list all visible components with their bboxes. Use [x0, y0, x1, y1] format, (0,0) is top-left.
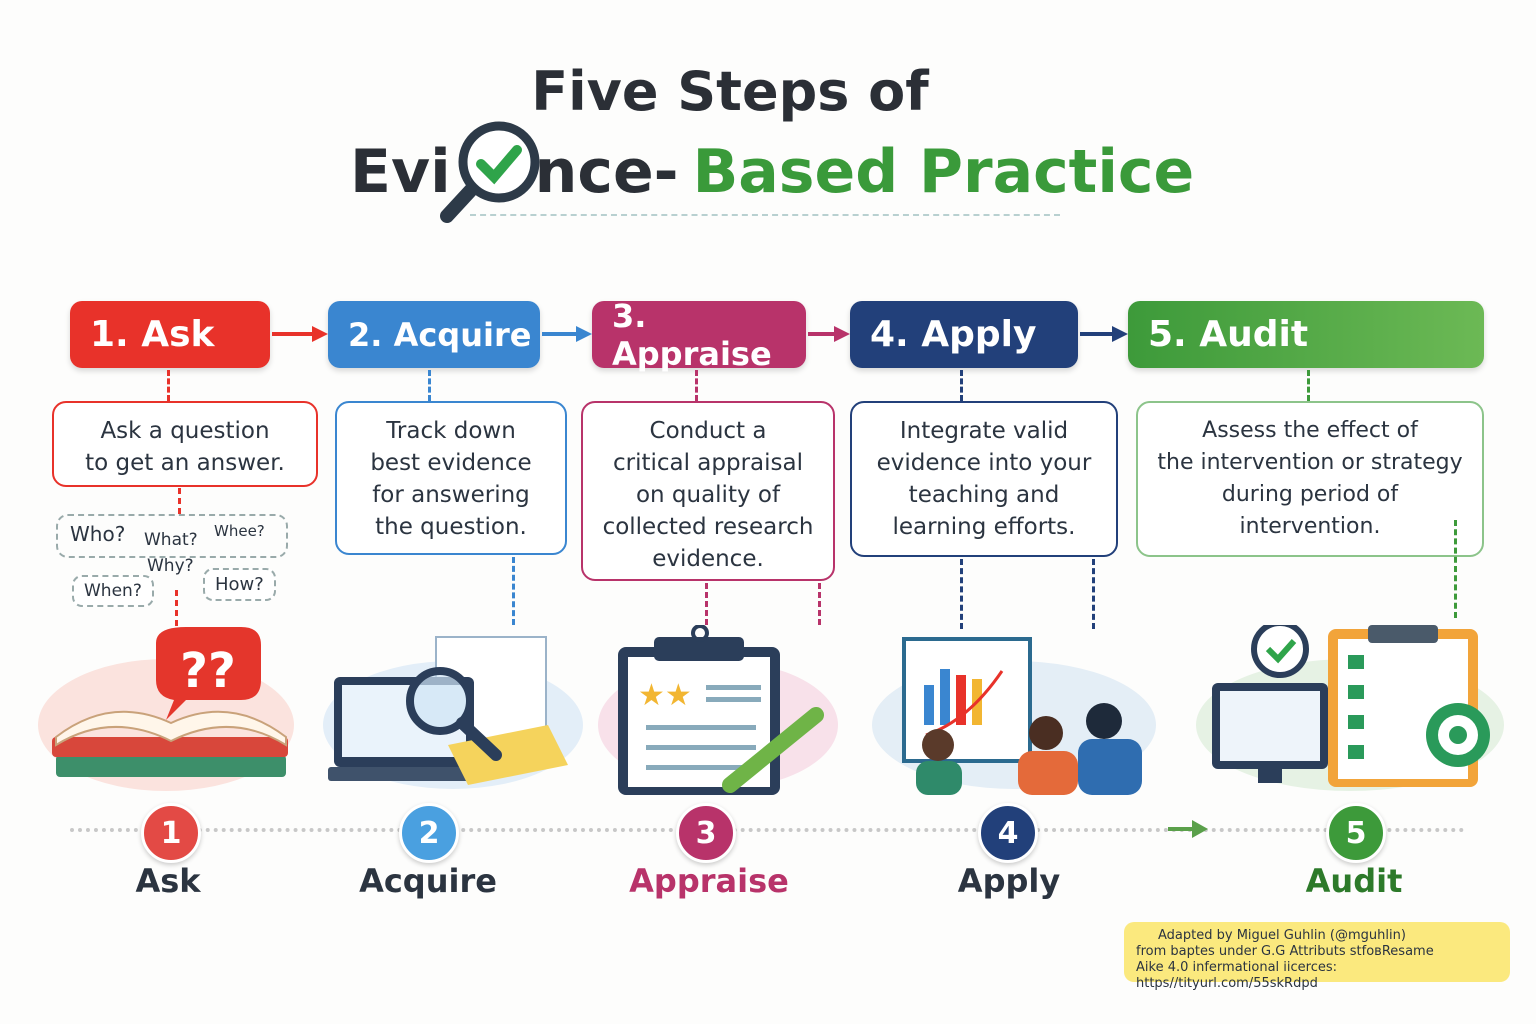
step-label-apply: Apply [957, 862, 1061, 900]
magnifier-check-icon [439, 121, 541, 223]
desc-line: best evidence [370, 450, 532, 476]
desc-line: to get an answer. [85, 450, 285, 476]
desc-line: Track down [386, 418, 516, 444]
title-pre: Evi [350, 137, 451, 207]
credit-note: Adapted by Miguel Guhlin (@mguhlin) from… [1124, 922, 1510, 991]
step-header-apply: 4. Apply [850, 301, 1078, 368]
connector [1307, 370, 1310, 401]
desc-line: evidence into your [876, 450, 1092, 476]
title-divider [470, 214, 1060, 216]
desc-line: for answering [372, 482, 530, 508]
desc-line: the question. [375, 514, 527, 540]
desc-line: Ask a question [100, 418, 270, 444]
connector [178, 488, 181, 514]
step-number-5: 5 [1326, 803, 1386, 863]
desc-line: evidence. [652, 546, 764, 572]
step-label-audit: Audit [1305, 862, 1403, 900]
connector [175, 590, 178, 626]
step-desc-audit: Assess the effect of the intervention or … [1136, 401, 1484, 557]
desc-line: teaching and [908, 482, 1060, 508]
connector [512, 557, 515, 625]
step-desc-appraise: Conduct a critical appraisal on quality of… [581, 401, 835, 581]
step-desc-apply: Integrate valid evidence into your teachin… [850, 401, 1118, 557]
team-chart-illustration [872, 637, 1156, 795]
credit-line: Adapted by Miguel Guhlin (@mguhlin) [1158, 928, 1406, 943]
arrow-icon [272, 326, 328, 342]
connector [167, 370, 170, 401]
arrow-icon [808, 326, 850, 342]
laptop-search-illustration [323, 636, 583, 789]
desc-line: on quality of [635, 482, 781, 508]
desc-line: the intervention or strategy [1157, 450, 1463, 475]
connector [705, 583, 708, 625]
title-line-2: Evi nce- Based Practice [350, 121, 1195, 223]
connector [428, 370, 431, 401]
question-why: Why? [147, 556, 194, 576]
desc-line: during period of [1221, 482, 1399, 507]
bubble-text: ?? [180, 643, 236, 699]
desc-line: intervention. [1239, 514, 1381, 539]
question-who: Who? [70, 522, 126, 546]
connector [960, 559, 963, 629]
desc-line: Integrate valid [899, 418, 1069, 444]
title-post: nce- [534, 137, 679, 207]
step-number-4: 4 [978, 803, 1038, 863]
connector [818, 583, 821, 625]
step-header-ask: 1. Ask [70, 301, 270, 368]
step-desc-acquire: Track down best evidence for answering the … [335, 401, 567, 555]
connector [1092, 559, 1095, 629]
desc-line: Conduct a [649, 418, 767, 444]
question-cloud [56, 514, 288, 558]
timeline [70, 828, 1465, 832]
step-header-audit: 5. Audit [1128, 301, 1484, 368]
desc-line: critical appraisal [612, 450, 804, 476]
step-number-1: 1 [141, 803, 201, 863]
desc-line: collected research [602, 514, 814, 540]
arrow-icon [542, 326, 592, 342]
step-label-acquire: Acquire [359, 862, 497, 900]
desc-line: Assess the effect of [1202, 418, 1418, 443]
step-desc-ask: Ask a question to get an answer. [52, 401, 318, 487]
arrow-icon [1080, 326, 1128, 342]
credit-line: Aike 4.0 infermational iicerces: https//… [1136, 960, 1338, 991]
connector [695, 370, 698, 401]
clipboard-rating-illustration: ★★ [598, 625, 838, 795]
svg-text:★★: ★★ [638, 678, 692, 713]
audit-checklist-illustration [1196, 625, 1504, 791]
question-how: How? [203, 568, 276, 601]
connector [1454, 520, 1457, 618]
question-whee: Whee? [214, 522, 265, 540]
desc-line: learning efforts. [892, 514, 1076, 540]
arrow-icon [1168, 820, 1208, 838]
step-number-2: 2 [399, 803, 459, 863]
step-number-3: 3 [676, 803, 736, 863]
step-header-appraise: 3. Appraise [592, 297, 806, 373]
step-label-ask: Ask [135, 862, 201, 900]
credit-line: from bаptes under G.G Attributs stfoвRes… [1136, 944, 1434, 959]
question-when: When? [72, 575, 154, 607]
step-label-appraise: Appraise [629, 862, 789, 900]
connector [960, 370, 963, 401]
title-green: Based Practice [692, 137, 1195, 207]
books-question-illustration: ?? [38, 627, 294, 791]
title-line-1: Five Steps of [531, 60, 929, 123]
step-header-acquire: 2. Acquire [328, 301, 540, 368]
question-what: What? [144, 530, 198, 550]
